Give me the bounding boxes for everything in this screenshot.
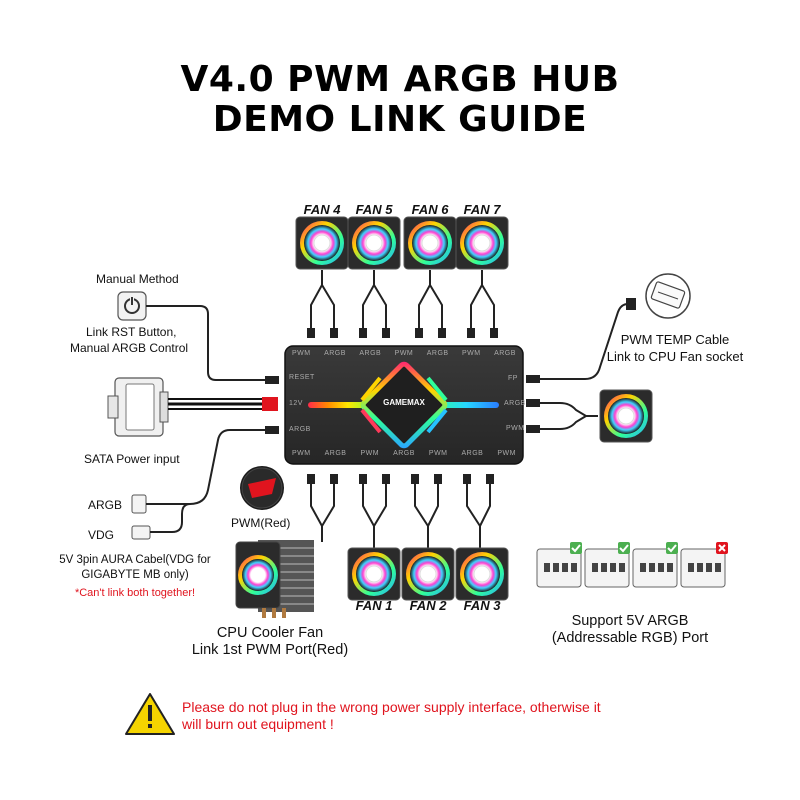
cross-icon [716, 542, 728, 554]
hub-port-label: ARGB [494, 350, 516, 357]
support-argb-line2: (Addressable RGB) Port [551, 630, 709, 646]
rst-button-icon [117, 291, 147, 321]
hub-port-label: PWM [292, 350, 311, 357]
fan-3-icon [455, 547, 509, 601]
fan-label: FAN 6 [411, 202, 449, 217]
right-hub-connectors [526, 375, 540, 433]
hub-port-label-argb-in: ARGB [289, 426, 311, 433]
fan-6-icon [403, 216, 457, 270]
hub-port-label-reset: RESET [289, 374, 315, 381]
hub-port-label: PWM [428, 450, 448, 457]
fan-label: FAN 3 [463, 598, 501, 613]
argb-hub [284, 345, 524, 465]
page-title-line2: DEMO LINK GUIDE [212, 99, 588, 140]
support-argb-line1: Support 5V ARGB [571, 613, 689, 629]
page-title-line1: V4.0 PWM ARGB HUB [180, 59, 620, 100]
bottom-connectors [307, 474, 494, 484]
hub-port-label: ARGB [324, 450, 347, 457]
pwm-temp-line1: PWM TEMP Cable [620, 332, 730, 347]
pwm-temp-line2: Link to CPU Fan socket [606, 349, 744, 364]
fan-4-icon [295, 216, 349, 270]
hub-port-label: ARGB [359, 350, 382, 357]
top-fans [295, 216, 509, 270]
hub-port-label: PWM [497, 450, 516, 457]
sata-label: SATA Power input [84, 452, 180, 466]
footer-warning-line2: will burn out equipment ! [182, 716, 334, 732]
footer-warning-line1: Please do not plug in the wrong power su… [182, 699, 601, 715]
hub-port-label: PWM [360, 450, 380, 457]
aura-warning: *Can't link both together! [74, 587, 196, 599]
bottom-fan-cables [310, 484, 491, 548]
fan-5-icon [347, 216, 401, 270]
fan-label: FAN 7 [463, 202, 501, 217]
aura-note-line1: 5V 3pin AURA Cabel(VDG for [59, 554, 211, 566]
hub-port-label: ARGB [393, 450, 415, 457]
fan-label: FAN 5 [355, 202, 393, 217]
left-hub-connectors [262, 376, 279, 434]
fan-label: FAN 4 [303, 202, 341, 217]
cpu-cooler-line1: CPU Cooler Fan [216, 625, 324, 641]
hub-port-label: PWM [292, 450, 311, 457]
hub-bottom-port-labels: PWM ARGB PWM ARGB PWM ARGB PWM [292, 450, 516, 457]
manual-method-line2: Manual ARGB Control [70, 341, 189, 355]
cpu-cooler-icon [235, 540, 314, 618]
top-connectors [307, 328, 498, 338]
hub-port-label: ARGB [324, 350, 346, 357]
side-fan-icon [599, 389, 653, 443]
fan-2-icon [401, 547, 455, 601]
hub-port-label: ARGB [461, 450, 484, 457]
hub-port-label-argb-out: ARGB [504, 400, 526, 407]
top-fan-cables [310, 270, 495, 330]
hub-brand: GAMEMAX [383, 398, 425, 407]
manual-method-heading: Manual Method [96, 272, 179, 286]
fan-1-icon [347, 547, 401, 601]
sata-connector-icon [107, 377, 169, 437]
hub-port-label-pwm-out: PWM [506, 425, 525, 432]
argb-port-icons [536, 542, 728, 588]
fan-label: FAN 2 [409, 598, 447, 613]
gamemax-logo-icon [240, 466, 284, 510]
cpu-fan-socket-icon [645, 273, 691, 319]
argb-label: ARGB [88, 498, 123, 512]
hub-port-label: ARGB [426, 350, 449, 357]
hub-top-port-labels: PWM ARGB ARGB PWM ARGB PWM ARGB [292, 350, 516, 357]
aura-note-line2: GIGABYTE MB only) [81, 569, 189, 581]
hub-port-label: PWM [394, 350, 414, 357]
bottom-fans [347, 547, 509, 601]
hub-port-label-12v: 12V [289, 400, 303, 407]
vdg-label: VDG [88, 528, 115, 542]
manual-method-line1: Link RST Button, [86, 325, 177, 339]
fan-label: FAN 1 [355, 598, 393, 613]
warning-icon [125, 693, 175, 735]
hub-port-label: PWM [462, 350, 481, 357]
hub-port-label-fp: FP [508, 375, 518, 382]
fan-7-icon [455, 216, 509, 270]
argb-vdg-connectors [131, 494, 151, 540]
pwm-red-label: PWM(Red) [231, 516, 291, 530]
check-icon [570, 542, 678, 554]
cpu-cooler-line2: Link 1st PWM Port(Red) [191, 642, 349, 658]
